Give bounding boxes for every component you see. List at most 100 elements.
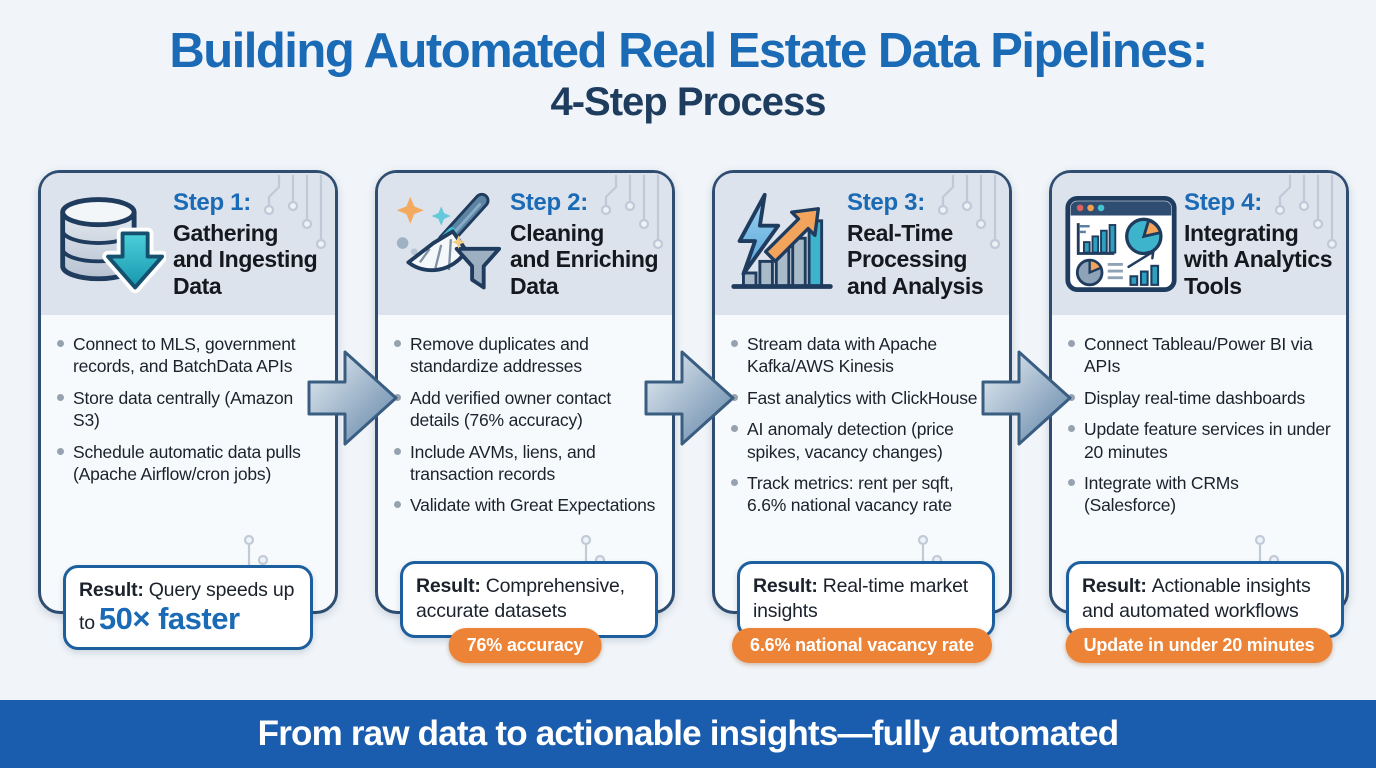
bullet-dot [57,393,64,401]
list-item: Integrate with CRMs (Salesforce) [1068,472,1334,517]
bullet-dot [394,393,401,401]
list-item: Validate with Great Expectations [394,494,660,516]
step-card-4: Step 4: Integrating with Analytics Tools… [1049,170,1349,663]
stat-badge: 6.6% national vacancy rate [732,628,992,663]
bullet-text: Include AVMs, liens, and transaction rec… [410,441,596,484]
bullet-text: Fast analytics with ClickHouse [747,387,978,408]
list-item: Fast analytics with ClickHouse [731,387,997,409]
footer-tagline: From raw data to actionable insights—ful… [257,714,1120,753]
broom-clean-icon [386,192,508,296]
bullet-text: Validate with Great Expectations [410,495,656,516]
stat-badge: 76% accuracy [448,628,602,663]
list-item: Display real-time dashboards [1068,387,1334,409]
result-label: Result: [753,575,818,597]
bullet-dot [57,447,64,455]
list-item: Remove duplicates and standardize addres… [394,333,660,378]
flow-arrow-icon [981,350,1072,446]
list-item: Update feature services in under 20 minu… [1068,418,1334,463]
bullet-text: Connect to MLS, government records, and … [73,334,296,377]
step-2-title: Cleaning and Enriching Data [510,220,659,299]
bullet-dot [1068,425,1075,433]
bullet-dot [394,447,401,455]
step-4-header: Step 4: Integrating with Analytics Tools [1052,173,1346,315]
step-card-2: Step 2: Cleaning and Enriching Data Remo… [375,170,675,663]
list-item: Connect Tableau/Power BI via APIs [1068,333,1334,378]
page-subtitle: 4-Step Process [550,80,826,125]
bullet-text: Remove duplicates and standardize addres… [410,334,589,377]
circuit-decoration [1274,175,1338,250]
result-text: Comprehensive, accurate datasets [416,575,625,623]
bullet-text: Track metrics: rent per sqft, 6.6% natio… [747,472,954,516]
list-item: Stream data with Apache Kafka/AWS Kinesi… [731,333,997,378]
bullet-dot [731,393,738,401]
circuit-decoration [263,175,327,250]
step-4-bullets: Connect Tableau/Power BI via APIs Displa… [1052,315,1346,517]
step-2-header: Step 2: Cleaning and Enriching Data [378,173,672,315]
step-3-bullets: Stream data with Apache Kafka/AWS Kinesi… [715,315,1009,517]
step-1-header: Step 1: Gathering and Ingesting Data [41,173,335,315]
page-title: Building Automated Real Estate Data Pipe… [169,24,1208,78]
step-1-label: Step 1: [173,189,251,217]
step-card-3: Step 3: Real-Time Processing and Analysi… [712,170,1012,663]
step-3-heading: Step 3: Real-Time Processing and Analysi… [845,189,1005,299]
bullet-dot [394,501,401,509]
stat-badge: Update in under 20 minutes [1065,628,1333,663]
list-item: Store data centrally (Amazon S3) [57,387,323,432]
step-3-label: Step 3: [847,189,925,217]
realtime-chart-icon [723,192,845,296]
result-label: Result: [1082,575,1147,597]
list-item: Add verified owner contact details (76% … [394,387,660,432]
bullet-dot [394,340,401,347]
step-3-title: Real-Time Processing and Analysis [847,220,984,299]
step-4-title: Integrating with Analytics Tools [1184,220,1333,299]
bullet-text: Schedule automatic data pulls (Apache Ai… [73,441,301,484]
bullet-text: Connect Tableau/Power BI via APIs [1084,334,1313,377]
step-1-title: Gathering and Ingesting Data [173,220,318,299]
result-text: Actionable insights and automated workfl… [1082,575,1311,623]
flow-arrow-icon [307,350,398,446]
list-item: AI anomaly detection (price spikes, vaca… [731,418,997,463]
bullet-text: Display real-time dashboards [1084,387,1306,408]
step-3-header: Step 3: Real-Time Processing and Analysi… [715,173,1009,315]
result-box: Result:Real-time market insights [737,561,995,638]
bullet-dot [731,340,738,347]
step-1-bullets: Connect to MLS, government records, and … [41,315,335,485]
result-label: Result: [416,575,481,597]
footer-banner: From raw data to actionable insights—ful… [0,700,1376,768]
database-ingest-icon [49,192,171,296]
step-2-label: Step 2: [510,189,588,217]
step-4-heading: Step 4: Integrating with Analytics Tools [1182,189,1342,299]
result-label: Result: [79,579,144,601]
result-text: Query speeds up to [79,579,295,635]
list-item: Include AVMs, liens, and transaction rec… [394,441,660,486]
bullet-text: Store data centrally (Amazon S3) [73,387,294,431]
result-box: Result:Actionable insights and automated… [1066,561,1344,638]
bullet-text: Stream data with Apache Kafka/AWS Kinesi… [747,334,937,377]
flow-arrow-icon [644,350,735,446]
bullet-dot [1068,478,1075,486]
step-1-heading: Step 1: Gathering and Ingesting Data [171,189,331,299]
bullet-text: Integrate with CRMs (Salesforce) [1084,472,1239,516]
bullet-dot [731,425,738,433]
list-item: Connect to MLS, government records, and … [57,333,323,378]
result-text: Real-time market insights [753,575,968,623]
bullet-text: AI anomaly detection (price spikes, vaca… [747,419,954,462]
title-block: Building Automated Real Estate Data Pipe… [0,24,1376,125]
step-2-heading: Step 2: Cleaning and Enriching Data [508,189,668,299]
list-item: Track metrics: rent per sqft, 6.6% natio… [731,472,997,517]
result-highlight: 50× faster [98,601,240,637]
bullet-text: Add verified owner contact details (76% … [410,387,612,431]
bullet-dot [1068,393,1075,401]
step-4-label: Step 4: [1184,189,1262,217]
list-item: Schedule automatic data pulls (Apache Ai… [57,441,323,486]
bullet-dot [1068,340,1075,347]
circuit-decoration [937,175,1001,250]
bullet-dot [57,340,64,347]
bullet-text: Update feature services in under 20 minu… [1084,419,1331,462]
circuit-decoration [600,175,664,250]
step-card-1: Step 1: Gathering and Ingesting Data Con… [38,170,338,650]
step-2-bullets: Remove duplicates and standardize addres… [378,315,672,517]
bullet-dot [731,478,738,486]
